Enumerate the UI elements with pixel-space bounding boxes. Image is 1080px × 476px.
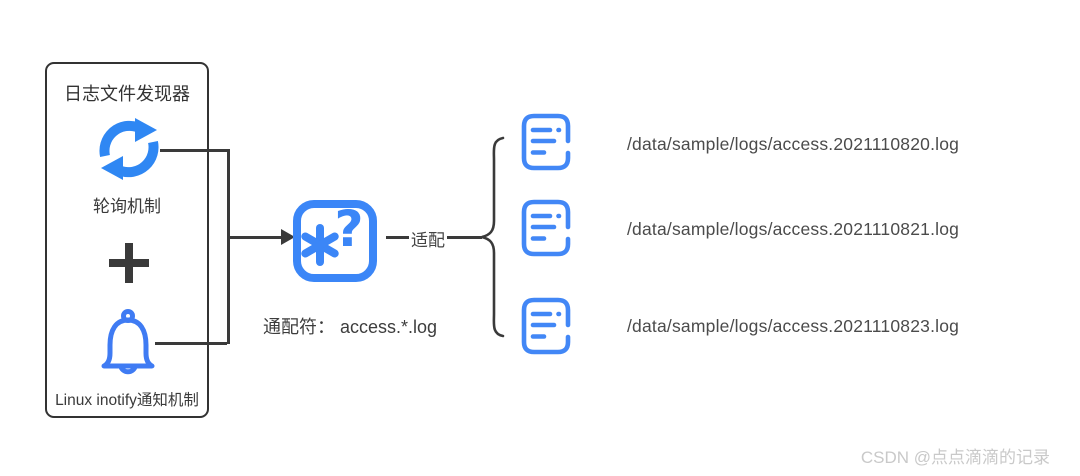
sync-icon: [93, 116, 165, 187]
log-file-icon: [521, 113, 571, 176]
log-file-path: /data/sample/logs/access.2021110823.log: [627, 316, 960, 336]
connector-line-vertical: [227, 149, 230, 344]
log-file-icon: [521, 297, 571, 360]
wildcard-caption: 通配符： access.*.log: [263, 317, 438, 337]
log-file-path: /data/sample/logs/access.2021110821.log: [627, 219, 960, 239]
log-file-icon: [521, 199, 571, 262]
arrowhead: [281, 229, 295, 245]
polling-mechanism-label: 轮询机制: [93, 197, 161, 216]
log-file-discoverer-box: 日志文件发现器 轮询机制: [45, 62, 209, 418]
wildcard-icon: ?: [292, 199, 378, 288]
plus-icon: [106, 240, 152, 291]
question-mark-glyph: ?: [334, 200, 363, 258]
log-file-path: /data/sample/logs/access.2021110820.log: [627, 134, 960, 154]
adapter-label: 适配: [409, 226, 447, 251]
watermark: CSDN @点点滴滴的记录: [860, 448, 1050, 467]
connector-line-polling: [160, 149, 227, 152]
connector-line-arrow: [227, 236, 283, 239]
bell-icon: [98, 306, 158, 389]
discoverer-title: 日志文件发现器: [64, 84, 190, 104]
inotify-mechanism-label: Linux inotify通知机制: [55, 392, 199, 409]
curly-brace: [478, 135, 506, 344]
connector-line-inotify: [155, 342, 227, 345]
